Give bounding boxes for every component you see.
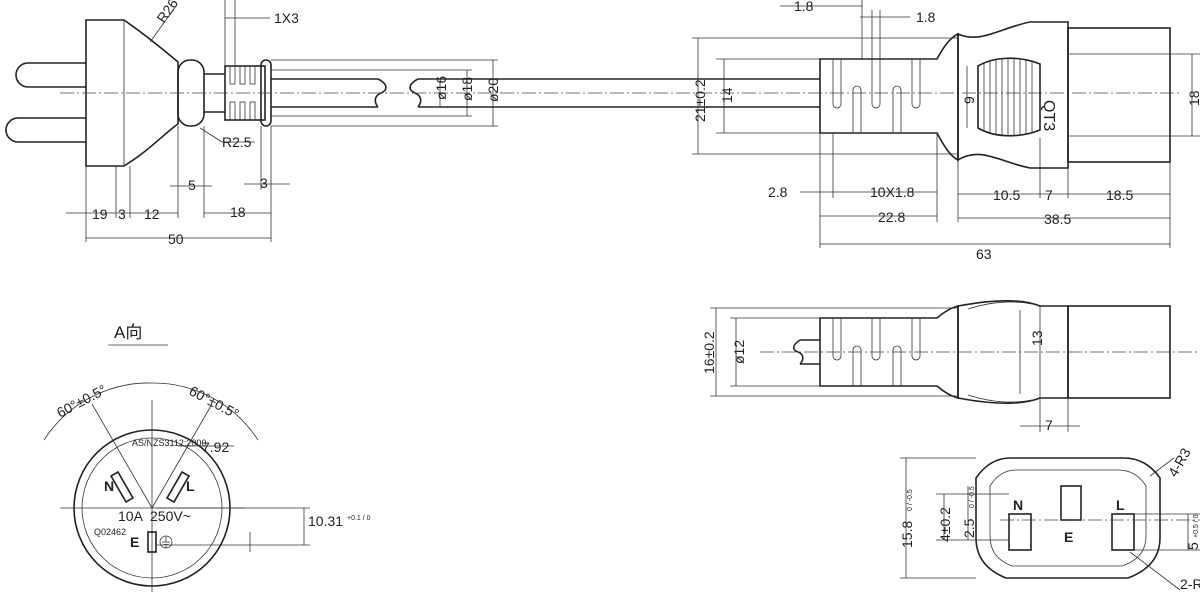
dim-18-5: 18.5 xyxy=(1106,187,1133,203)
dim-3-left: 3 xyxy=(118,206,126,222)
dim-1-8-top-a: 1.8 xyxy=(794,0,814,14)
dim-38-5: 38.5 xyxy=(1044,211,1071,227)
dim-13: 13 xyxy=(1029,330,1045,346)
dim-10-5: 10.5 xyxy=(993,187,1020,203)
dim-7-top: 7 xyxy=(1045,187,1053,203)
dim-5-socket: 5 xyxy=(1185,542,1200,550)
dim-3: 3 xyxy=(260,175,268,191)
dim-18-head: 18 xyxy=(1186,90,1200,106)
dim-2-5-tol: 0 / -0.5 xyxy=(969,486,976,508)
socket-outline xyxy=(975,457,1161,579)
socket-label-l: L xyxy=(1116,497,1125,513)
grip-ridges xyxy=(983,58,1033,136)
angle-left: 60°±0.5° xyxy=(54,381,109,420)
pin-l-slot xyxy=(165,470,191,504)
socket-label-n: N xyxy=(1013,497,1023,513)
dim-14: 14 xyxy=(719,87,735,103)
pin-e-label: E xyxy=(130,534,139,550)
connector-side-view: QT3 2.8 10X1.8 22.8 10.5 7 18.5 38.5 63 … xyxy=(692,0,1200,262)
dim-15-8-tol: 0 / -0.5 xyxy=(907,489,914,511)
strain-relief-grooves xyxy=(229,65,256,121)
dim-19: 19 xyxy=(92,206,108,222)
dim-phi20: ø20 xyxy=(485,78,501,102)
socket-pin-n xyxy=(1008,513,1032,551)
dim-1-8-top-b: 1.8 xyxy=(916,9,936,25)
dim-22-8: 22.8 xyxy=(878,209,905,225)
pin-n-label: N xyxy=(104,478,114,494)
rating-v: 250V~ xyxy=(150,508,191,524)
dim-4-r3: 4-R3 xyxy=(1165,445,1194,479)
dim-7-bottom: 7 xyxy=(1045,417,1053,433)
dim-18-plug: 18 xyxy=(230,204,246,220)
dim-phi18: ø18 xyxy=(459,77,475,101)
view-a-title: A向 xyxy=(114,323,142,342)
dim-10x1-8: 10X1.8 xyxy=(870,184,915,200)
plug-pin-upper xyxy=(15,62,86,88)
dim-phi16: ø16 xyxy=(433,76,449,100)
dim-50: 50 xyxy=(168,231,184,247)
dim-9: 9 xyxy=(961,96,977,104)
connector-label: QT3 xyxy=(1040,100,1057,131)
plug-pin-lower xyxy=(5,117,86,143)
boot-slots xyxy=(832,59,921,133)
dim-2-5: 2.5 xyxy=(961,518,977,538)
cert-text: Q02462 xyxy=(94,527,126,537)
angle-right: 60°±0.5° xyxy=(187,383,242,422)
socket-face-view: N E L 15.8 0 / -0.5 4±0.2 2.5 0 / -0.5 5… xyxy=(899,445,1200,592)
dim-r26: R26 xyxy=(153,0,181,26)
dim-1x3: 1X3 xyxy=(274,10,299,26)
pin-n-slot xyxy=(109,470,135,504)
dim-phi12: ø12 xyxy=(731,340,747,364)
dim-15-8: 15.8 xyxy=(899,521,915,548)
connector-grip xyxy=(957,21,1069,169)
dim-63: 63 xyxy=(976,246,992,262)
rating-a: 10A xyxy=(118,508,144,524)
plug-body xyxy=(85,19,179,167)
pin-l-label: L xyxy=(186,478,195,494)
plug-face-view: A向 60°±0.5° 60°±0.5° AS/NZS3112:2000 7.9… xyxy=(43,323,371,592)
socket-pin-l xyxy=(1111,513,1135,551)
dim-2-r: 2-R xyxy=(1180,576,1200,592)
pin-e-slot xyxy=(147,531,157,553)
dim-21: 21±0.2 xyxy=(692,79,708,122)
socket-label-e: E xyxy=(1064,529,1073,545)
dim-2-8: 2.8 xyxy=(768,184,788,200)
dim-4: 4±0.2 xyxy=(937,507,953,542)
dim-5-socket-tol: +0.5 / 0 xyxy=(1193,514,1200,538)
dim-5: 5 xyxy=(188,177,196,193)
socket-pin-e xyxy=(1060,485,1082,521)
dim-10-31: 10.31 xyxy=(308,513,343,529)
dim-r2-5: R2.5 xyxy=(222,134,252,150)
plug-side-view: 50 19 3 12 18 5 3 1X3 R26 R2.5 ø16 ø18 xyxy=(5,0,1180,247)
dim-12: 12 xyxy=(144,206,160,222)
standard-text: AS/NZS3112:2000 xyxy=(132,438,206,448)
connector-head xyxy=(1067,27,1171,163)
dim-7-92: 7.92 xyxy=(202,439,229,455)
connector-bottom-view: 7 16±0.2 ø12 13 xyxy=(701,299,1200,433)
dim-16: 16±0.2 xyxy=(701,331,717,374)
dim-10-31-tol: +0.1 / 0 xyxy=(347,515,371,522)
